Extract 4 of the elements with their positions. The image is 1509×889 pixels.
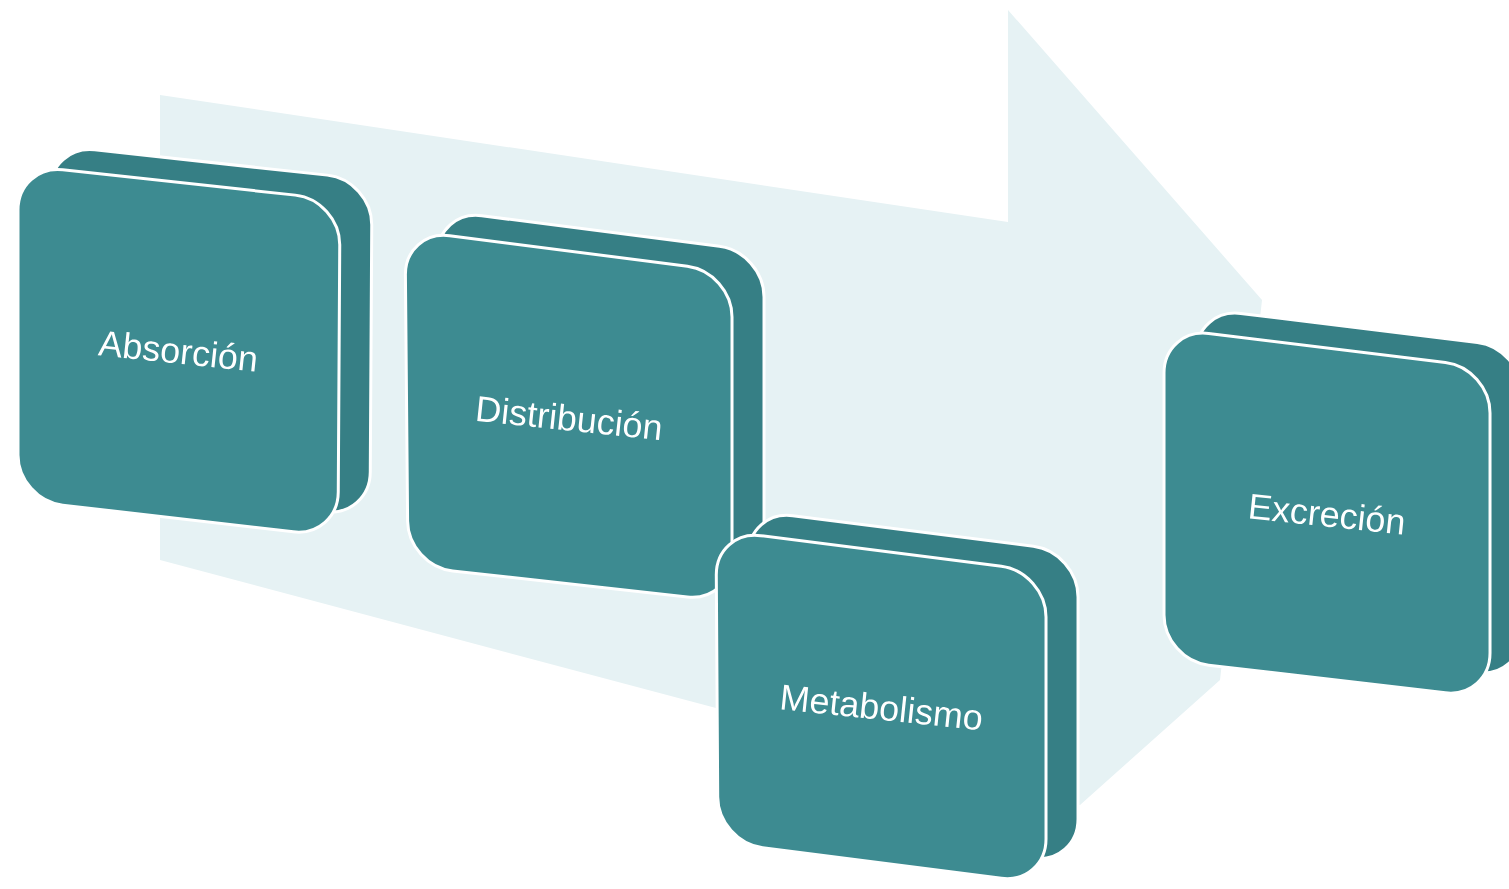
process-box: Excreción xyxy=(1162,311,1509,695)
process-box: Absorción xyxy=(16,148,374,534)
process-box: Distribución xyxy=(403,213,766,599)
process-box: Metabolismo xyxy=(714,513,1080,881)
